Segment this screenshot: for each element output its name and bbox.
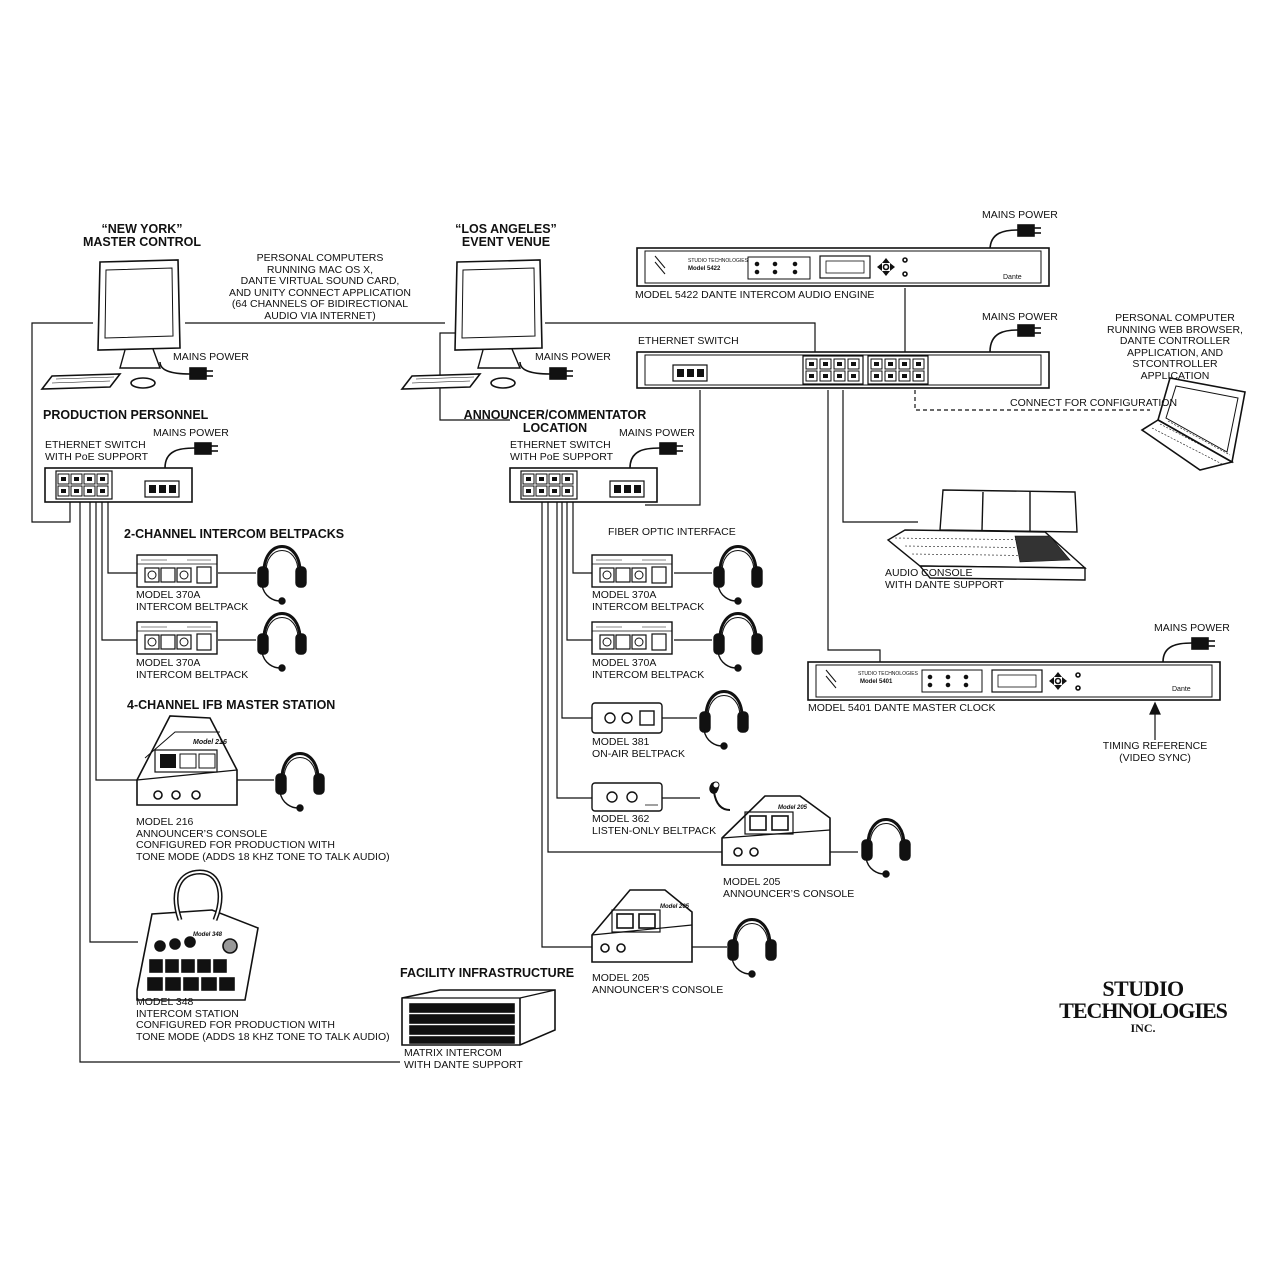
mains-power-label: MAINS POWER (982, 311, 1058, 323)
poe-switch-label: ETHERNET SWITCH WITH PoE SUPPORT (510, 439, 614, 463)
site-label-los-angeles: “LOS ANGELES” EVENT VENUE (455, 222, 557, 249)
model-370a-label: MODEL 370A INTERCOM BELTPACK (592, 657, 705, 681)
model-362-beltpack (591, 782, 663, 812)
beltpack-370a-3 (591, 554, 673, 588)
section-ifb-4ch: 4-CHANNEL IFB MASTER STATION (127, 698, 336, 712)
headset-icon (256, 612, 308, 673)
model-348-label: MODEL 348 INTERCOM STATION CONFIGURED FO… (136, 996, 390, 1043)
connect-config-label: CONNECT FOR CONFIGURATION (1010, 397, 1178, 409)
pc-config-label: PERSONAL COMPUTER RUNNING WEB BROWSER, D… (1107, 312, 1243, 382)
logo-line-2: TECHNOLOGIES (1059, 998, 1228, 1023)
beltpack-370a-2 (136, 621, 218, 655)
section-facility: FACILITY INFRASTRUCTURE (400, 966, 575, 980)
fiber-optic-label: FIBER OPTIC INTERFACE (608, 526, 736, 538)
model-5422-label: MODEL 5422 DANTE INTERCOM AUDIO ENGINE (635, 289, 875, 301)
section-beltpacks-2ch: 2-CHANNEL INTERCOM BELTPACKS (124, 527, 345, 541)
dante-logo: Dante (1172, 686, 1191, 693)
ethernet-switch-rack (636, 351, 1050, 389)
model-216-console (136, 715, 238, 806)
model-370a-label: MODEL 370A INTERCOM BELTPACK (136, 589, 249, 613)
ny-computer (40, 259, 181, 390)
pp-poe-switch (44, 467, 193, 503)
earpiece-icon (709, 781, 731, 811)
model-348-station (136, 869, 259, 1001)
model-5401-label: MODEL 5401 DANTE MASTER CLOCK (808, 702, 996, 714)
mains-power-label: MAINS POWER (173, 351, 249, 363)
mains-power-label: MAINS POWER (982, 209, 1058, 221)
beltpack-370a-4 (591, 621, 673, 655)
site-label-new-york: “NEW YORK” MASTER CONTROL (82, 222, 202, 249)
timing-ref-label: TIMING REFERENCE (VIDEO SYNC) (1102, 740, 1208, 764)
headset-icon (712, 545, 764, 606)
headset-icon (712, 612, 764, 673)
pc-note: PERSONAL COMPUTERS RUNNING MAC OS X, DAN… (228, 252, 412, 322)
matrix-intercom (401, 989, 556, 1046)
m216-faceplate: Model 216 (193, 739, 227, 746)
mains-power-label: MAINS POWER (535, 351, 611, 363)
model-5401-rack (807, 661, 1221, 701)
logo-line-1: STUDIO (1102, 976, 1184, 1001)
config-laptop (1140, 377, 1246, 471)
m5422-brand: STUDIO TECHNOLOGIES (688, 258, 748, 264)
model-205-console-right (721, 795, 831, 866)
headset-icon (274, 752, 326, 813)
model-205-console-bottom (591, 889, 693, 963)
section-production-personnel: PRODUCTION PERSONNEL (43, 408, 209, 422)
headset-icon (726, 918, 778, 979)
beltpack-370a-1 (136, 554, 218, 588)
headset-icon (860, 818, 912, 879)
poe-switch-label: ETHERNET SWITCH WITH PoE SUPPORT (45, 439, 149, 463)
model-205-label: MODEL 205 ANNOUNCER’S CONSOLE (723, 876, 855, 900)
model-5422-rack (636, 247, 1050, 287)
ethernet-switch-label: ETHERNET SWITCH (638, 335, 739, 347)
logo-line-3: INC. (1130, 1021, 1156, 1035)
model-362-label: MODEL 362 LISTEN-ONLY BELTPACK (592, 813, 717, 837)
headset-icon (698, 690, 750, 751)
model-381-beltpack (591, 702, 663, 734)
wiring (31, 288, 1161, 1063)
m5401-faceplate: Model 5401 (860, 679, 893, 685)
power-cords (159, 224, 1215, 663)
audio-console-label: AUDIO CONSOLE WITH DANTE SUPPORT (885, 567, 1004, 591)
la-computer (400, 259, 543, 390)
mains-power-label: MAINS POWER (619, 427, 695, 439)
section-announcer-location: ANNOUNCER/COMMENTATOR LOCATION (463, 408, 647, 435)
mains-power-label: MAINS POWER (1154, 622, 1230, 634)
model-381-label: MODEL 381 ON-AIR BELTPACK (592, 736, 685, 760)
model-370a-label: MODEL 370A INTERCOM BELTPACK (136, 657, 249, 681)
m5401-brand: STUDIO TECHNOLOGIES (858, 671, 918, 677)
dante-logo: Dante (1003, 274, 1022, 281)
model-205-label: MODEL 205 ANNOUNCER’S CONSOLE (592, 972, 724, 996)
mains-power-label: MAINS POWER (153, 427, 229, 439)
headset-icon (256, 545, 308, 606)
model-370a-label: MODEL 370A INTERCOM BELTPACK (592, 589, 705, 613)
m5422-faceplate: Model 5422 (688, 266, 721, 272)
m205-faceplate: Model 205 (778, 805, 808, 811)
audio-console (886, 489, 1087, 581)
model-216-label: MODEL 216 ANNOUNCER’S CONSOLE CONFIGURED… (136, 816, 390, 863)
studio-technologies-logo: STUDIO TECHNOLOGIES INC. (1058, 976, 1228, 1035)
m205-faceplate: Model 205 (660, 904, 690, 910)
announcer-poe-switch (509, 467, 658, 503)
matrix-label: MATRIX INTERCOM WITH DANTE SUPPORT (404, 1047, 523, 1071)
m348-faceplate: Model 348 (193, 932, 223, 938)
